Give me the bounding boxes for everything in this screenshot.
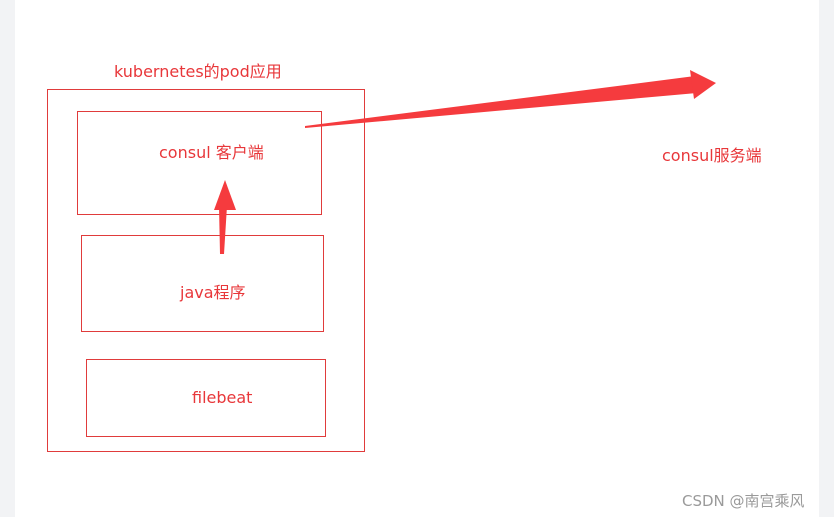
client-to-server-arrow <box>305 70 716 128</box>
right-page-margin <box>819 0 834 517</box>
java-program-box <box>81 235 324 332</box>
java-program-label: java程序 <box>180 283 246 302</box>
consul-client-label: consul 客户端 <box>159 143 264 162</box>
csdn-watermark: CSDN @南宫乘风 <box>682 492 805 510</box>
consul-server-label: consul服务端 <box>662 146 762 165</box>
filebeat-label: filebeat <box>192 388 253 407</box>
left-page-margin <box>0 0 15 517</box>
consul-client-box <box>77 111 322 215</box>
pod-title: kubernetes的pod应用 <box>114 62 282 81</box>
java-to-client-arrow <box>214 180 236 254</box>
filebeat-box <box>86 359 326 437</box>
pod-container-box <box>47 89 365 452</box>
